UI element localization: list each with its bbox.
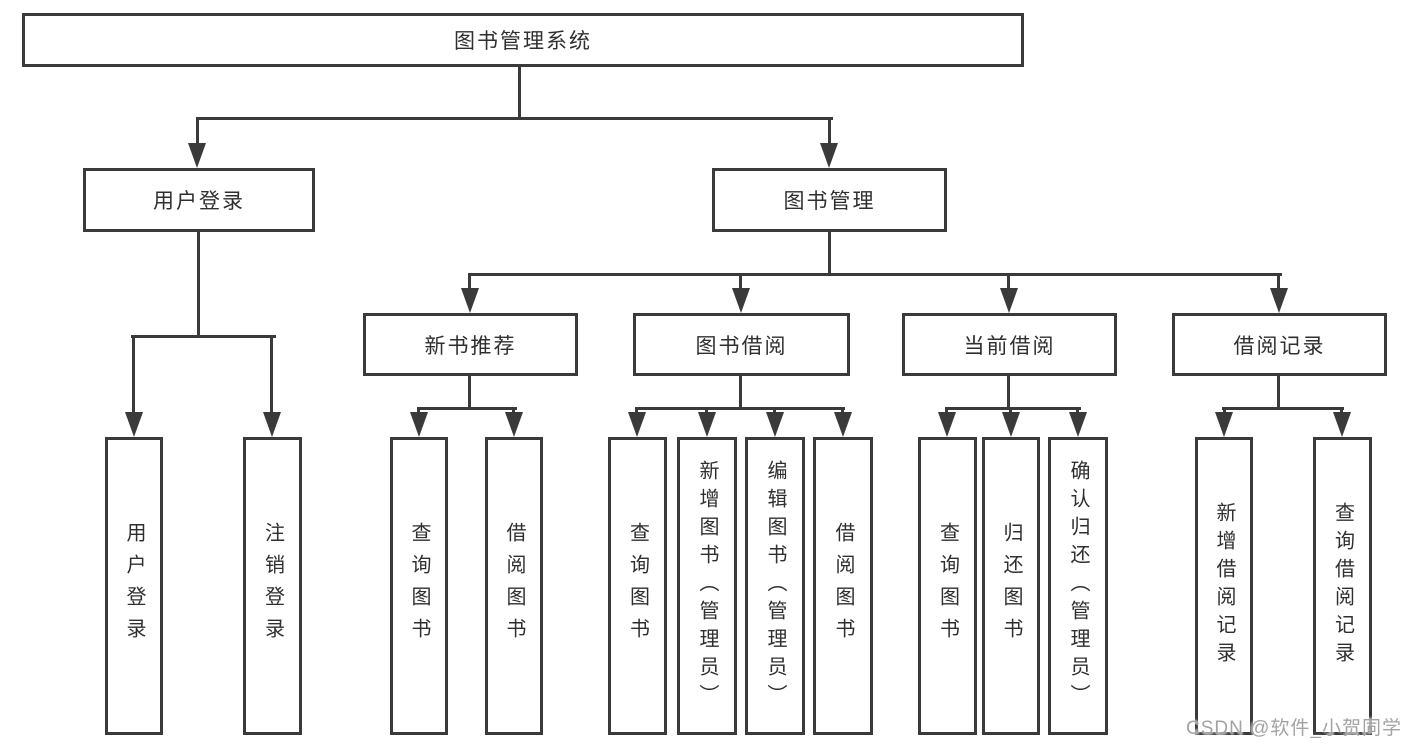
connector-line: [197, 230, 200, 338]
leaf-query-book-borrowing: 查询图书: [608, 437, 667, 735]
arrow-down-icon: [834, 412, 852, 437]
arrow-down-icon: [125, 412, 143, 437]
node-current-borrowing-label: 当前借阅: [963, 334, 1056, 358]
leaf-borrow-book: 借阅图书: [813, 437, 873, 735]
leaf-query-book-current-label: 查询图书: [936, 522, 959, 650]
leaf-borrow-book-recommend-label: 借阅图书: [503, 522, 525, 650]
node-root-label: 图书管理系统: [454, 30, 592, 53]
leaf-query-borrow-record-label: 查询借阅记录: [1331, 502, 1354, 670]
node-borrowing-records: 借阅记录: [1172, 313, 1387, 376]
node-new-book-recommend: 新书推荐: [363, 313, 578, 376]
leaf-confirm-return-admin-label: 确认归还（管理员）: [1067, 460, 1089, 712]
node-root: 图书管理系统: [22, 13, 1024, 67]
arrow-down-icon: [820, 143, 838, 168]
arrow-down-icon: [505, 412, 523, 437]
leaf-borrow-book-label: 借阅图书: [832, 522, 854, 650]
leaf-user-login: 用户登录: [105, 437, 163, 735]
node-borrowing-records-label: 借阅记录: [1233, 334, 1326, 358]
arrow-down-icon: [1270, 288, 1288, 313]
node-user-login: 用户登录: [83, 168, 315, 232]
node-current-borrowing: 当前借阅: [902, 313, 1117, 376]
leaf-edit-book-admin-label: 编辑图书（管理员）: [764, 460, 786, 712]
node-book-management: 图书管理: [712, 168, 947, 232]
connector-line: [468, 273, 1282, 276]
connector-line: [1222, 407, 1344, 410]
leaf-confirm-return-admin: 确认归还（管理员）: [1048, 437, 1108, 735]
connector-line: [132, 335, 135, 414]
connector-line: [468, 373, 471, 409]
leaf-add-book-admin-label: 新增图书（管理员）: [696, 460, 718, 712]
arrow-down-icon: [188, 143, 206, 168]
leaf-add-borrow-record-label: 新增借阅记录: [1213, 502, 1235, 670]
connector-line: [1007, 373, 1010, 409]
connector-line: [739, 373, 742, 409]
leaf-query-book-recommend: 查询图书: [390, 437, 448, 735]
leaf-user-login-label: 用户登录: [123, 522, 145, 650]
connector-line: [196, 117, 199, 149]
leaf-logout: 注销登录: [243, 437, 302, 735]
arrow-down-icon: [1333, 412, 1351, 437]
arrow-down-icon: [766, 412, 784, 437]
arrow-down-icon: [1069, 412, 1087, 437]
node-book-management-label: 图书管理: [783, 190, 876, 213]
node-book-borrowing-label: 图书借阅: [695, 334, 788, 358]
connector-line: [468, 273, 471, 291]
connector-line: [945, 407, 1081, 410]
leaf-return-book-label: 归还图书: [1000, 522, 1022, 650]
leaf-query-book-borrowing-label: 查询图书: [626, 522, 649, 650]
csdn-watermark: CSDN @软件_小贺同学: [1186, 718, 1402, 739]
arrow-down-icon: [732, 288, 750, 313]
connector-line: [131, 335, 276, 338]
arrow-down-icon: [628, 412, 646, 437]
arrow-down-icon: [1215, 412, 1233, 437]
connector-line: [270, 335, 273, 414]
connector-line: [828, 117, 831, 149]
connector-line: [635, 407, 845, 410]
leaf-logout-label: 注销登录: [261, 522, 284, 650]
connector-line: [196, 117, 833, 120]
leaf-borrow-book-recommend: 借阅图书: [485, 437, 543, 735]
arrow-down-icon: [461, 288, 479, 313]
node-new-book-recommend-label: 新书推荐: [424, 334, 517, 358]
arrow-down-icon: [1000, 288, 1018, 313]
arrow-down-icon: [698, 412, 716, 437]
leaf-query-borrow-record: 查询借阅记录: [1313, 437, 1372, 735]
arrow-down-icon: [1002, 412, 1020, 437]
leaf-query-book-recommend-label: 查询图书: [408, 522, 430, 650]
leaf-return-book: 归还图书: [982, 437, 1040, 735]
connector-line: [828, 230, 831, 276]
connector-line: [1007, 273, 1010, 291]
node-user-login-label: 用户登录: [153, 190, 245, 213]
leaf-add-borrow-record: 新增借阅记录: [1195, 437, 1253, 735]
connector-line: [518, 67, 521, 119]
arrow-down-icon: [263, 412, 281, 437]
arrow-down-icon: [410, 412, 428, 437]
node-book-borrowing: 图书借阅: [633, 313, 850, 376]
leaf-add-book-admin: 新增图书（管理员）: [677, 437, 737, 735]
connector-line: [417, 407, 517, 410]
connector-line: [739, 273, 742, 291]
connector-line: [1277, 373, 1280, 409]
connector-line: [1277, 273, 1280, 291]
leaf-query-book-current: 查询图书: [918, 437, 977, 735]
leaf-edit-book-admin: 编辑图书（管理员）: [745, 437, 805, 735]
arrow-down-icon: [938, 412, 956, 437]
